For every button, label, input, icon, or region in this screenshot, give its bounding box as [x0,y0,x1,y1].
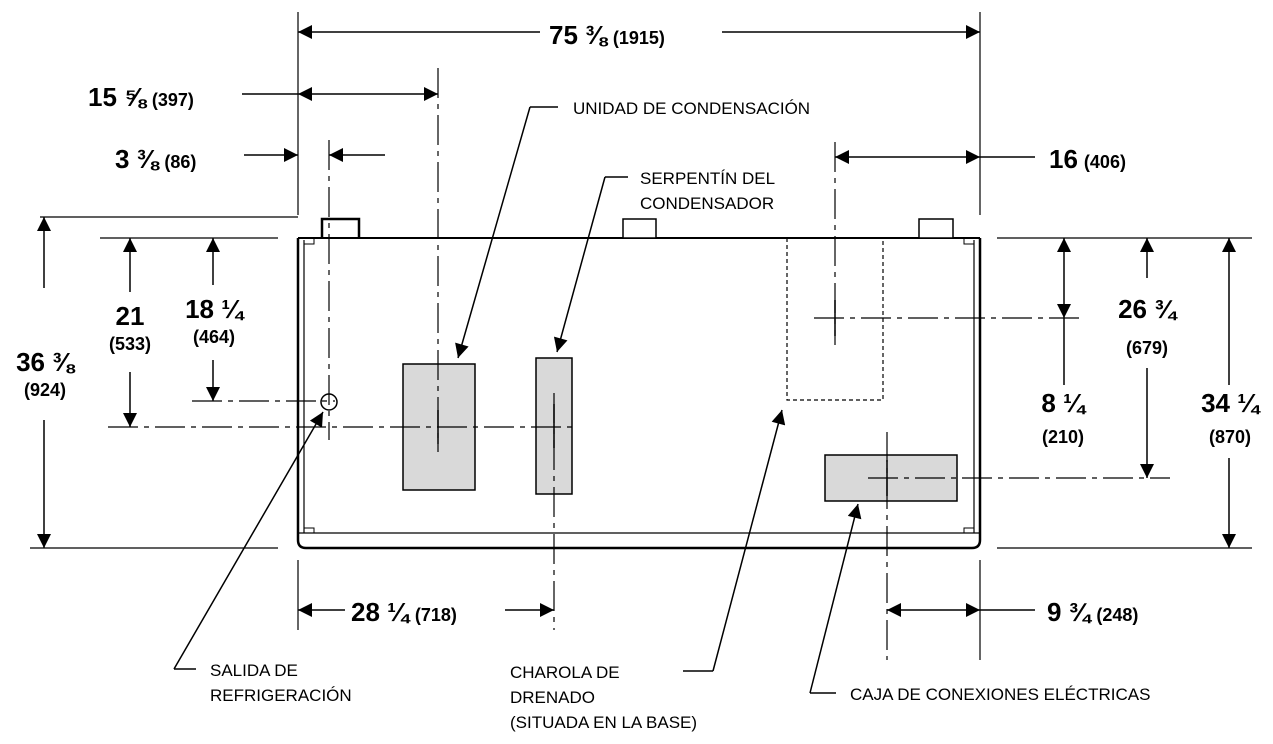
dim-refrigerant-offset: 3 ⅜(86) [115,144,196,174]
dim-refrigerant-21-metric: (533) [109,334,151,354]
dim-junction-offset: 9 ¾(248) [1047,597,1138,627]
label-refrigerant-outlet-line1: SALIDA DE [210,661,298,680]
dim-right-8: 8 ¼ [1041,388,1087,418]
label-drain-pan-line2: DRENADO [510,688,595,707]
dim-condensing-unit-offset: 15 ⅝(397) [88,82,194,112]
top-fitting-right [918,218,954,239]
label-drain-pan-line3: (SITUADA EN LA BASE) [510,713,697,732]
dim-overall-height-metric: (924) [24,380,66,400]
unit-body [296,237,982,550]
dimension-lines [37,25,1236,617]
dim-refrigerant-21: 21 [116,301,145,331]
leader-lines [173,106,862,694]
drain-pan-outline [786,238,884,401]
label-refrigerant-outlet-line2: REFRIGERACIÓN [210,686,352,705]
label-condensing-unit: UNIDAD DE CONDENSACIÓN [573,99,810,118]
center-marks [437,300,888,496]
top-fitting-center [622,218,657,239]
dim-body-height-metric: (870) [1209,427,1251,447]
dim-overall-width: 75 ⅜(1915) [549,20,665,50]
dim-refrigerant-18: 18 ¼ [185,294,245,324]
dim-overall-height: 36 ⅜ [16,347,76,377]
dim-body-height: 34 ¼ [1201,388,1261,418]
dim-right-8-metric: (210) [1042,427,1084,447]
label-condenser-coil-line1: SERPENTÍN DEL [640,169,775,188]
dim-right-26-metric: (679) [1126,338,1168,358]
label-drain-pan-line1: CHAROLA DE [510,663,620,682]
refrigerant-fitting-top [320,217,361,238]
label-junction-box: CAJA DE CONEXIONES ELÉCTRICAS [850,685,1150,704]
dim-right-26: 26 ¾ [1118,294,1178,324]
dim-coil-offset: 28 ¼(718) [351,597,457,627]
label-condenser-coil-line2: CONDENSADOR [640,194,774,213]
dim-refrigerant-18-metric: (464) [193,327,235,347]
dim-right-offset: 16(406) [1049,144,1126,174]
